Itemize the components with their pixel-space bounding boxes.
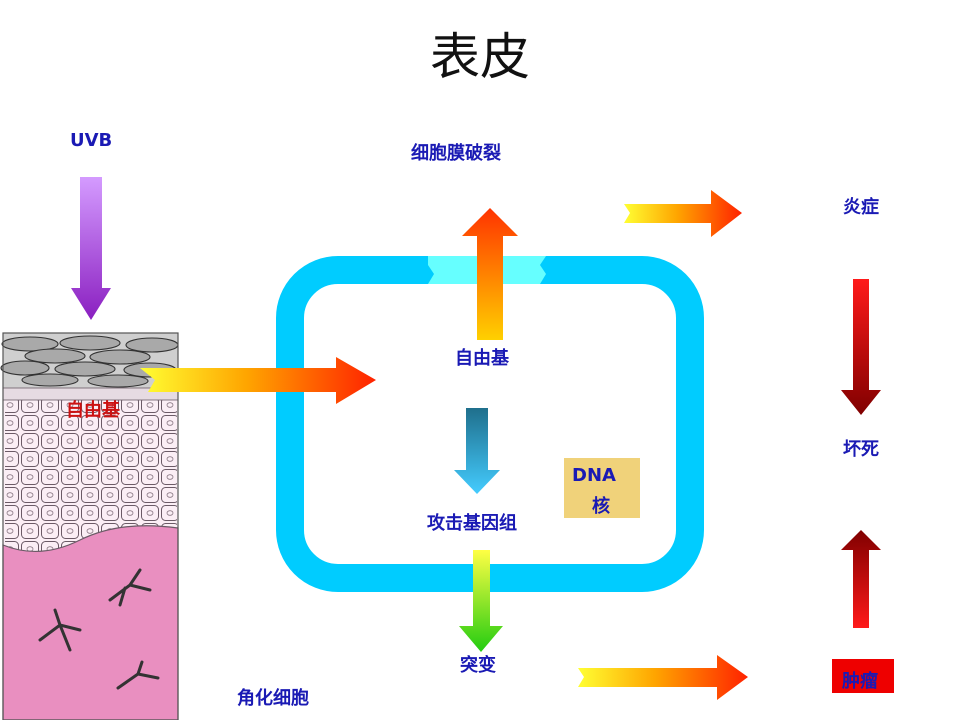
inflammation-label: 炎症 <box>843 197 879 218</box>
tumor-to-necrosis-arrow <box>841 530 881 628</box>
dermis-pink <box>2 525 179 720</box>
nucleus-label: 核 <box>592 496 610 517</box>
melanocytes <box>38 568 160 690</box>
skin-section <box>0 332 179 720</box>
free-radical-skin-label: 自由基 <box>66 400 120 421</box>
to-tumor-arrow <box>578 655 748 700</box>
attack-genome-label: 攻击基因组 <box>427 513 517 534</box>
skin-to-cell-arrow <box>140 357 376 404</box>
dna-nucleus-box: DNA 核 <box>564 458 640 518</box>
uvb-label: UVB <box>70 130 113 151</box>
uvb-arrow <box>71 177 111 320</box>
necrosis-label: 坏死 <box>843 439 879 460</box>
free-radical-cell-label: 自由基 <box>455 348 509 369</box>
flat-cells <box>0 335 179 388</box>
to-inflammation-arrow <box>624 190 742 237</box>
dna-label: DNA <box>572 465 616 486</box>
inflammation-to-necrosis-arrow <box>841 279 881 415</box>
free-radical-down-arrow <box>454 408 500 494</box>
skin-border <box>2 332 179 720</box>
tumor-box: 肿瘤 <box>832 659 894 693</box>
mutation-arrow <box>459 550 503 652</box>
tumor-label: 肿瘤 <box>842 671 878 692</box>
membrane-rupture-label: 细胞膜破裂 <box>411 143 501 164</box>
keratinocyte-label: 角化细胞 <box>237 688 309 709</box>
mutation-label: 突变 <box>460 655 496 676</box>
page-title: 表皮 <box>430 28 530 86</box>
free-radical-up-arrow <box>462 208 518 340</box>
